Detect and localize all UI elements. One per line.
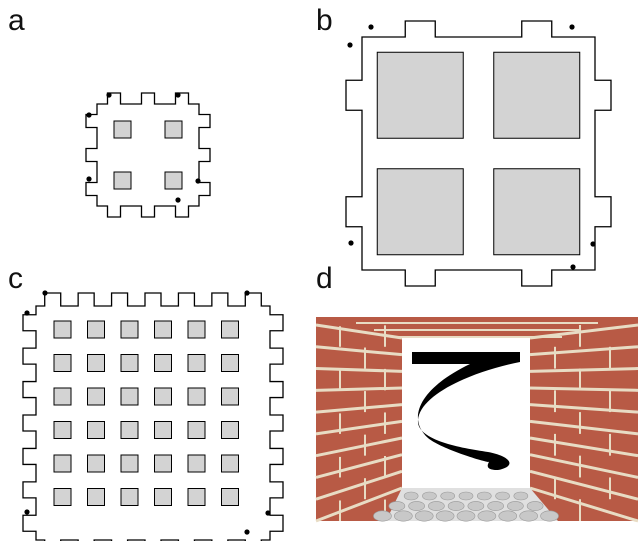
hole [121,422,138,439]
floor-bump [404,492,418,500]
hole [377,52,463,138]
floor-bump [459,492,473,500]
hole [377,169,463,255]
hole [222,422,239,439]
marker-dot [368,24,373,29]
marker-dot [348,240,353,245]
hole [188,321,205,338]
hole [114,121,131,138]
floor-bump [389,501,405,510]
hole [165,121,182,138]
marker-dot [24,310,29,315]
marker-dot [175,92,180,97]
hole [114,172,131,189]
hole [155,355,172,372]
hole [121,455,138,472]
floor-bump [496,492,510,500]
floor-bump [441,492,455,500]
panel-c-grid-shape [23,290,283,541]
floor-bump [477,492,491,500]
marker-dot [106,92,111,97]
marker-dot [570,264,575,269]
floor-bump [527,501,543,510]
hole [222,388,239,405]
hole [165,172,182,189]
marker-dot [195,178,200,183]
hole [88,489,105,506]
floor-bump [436,511,454,521]
floor-bump [507,501,523,510]
hole [54,422,71,439]
marker-dot [265,510,270,515]
hole [155,422,172,439]
outline [86,93,210,217]
panel-d-brick-corridor [316,317,638,521]
floor-bump [415,511,433,521]
marker-dot [569,24,574,29]
floor-bump [373,511,391,521]
marker-dot [42,290,47,295]
floor-bump [499,511,517,521]
hole [121,355,138,372]
hole [188,422,205,439]
hole [155,388,172,405]
hole [54,321,71,338]
hole [88,455,105,472]
hole [88,422,105,439]
hole [222,321,239,338]
marker-dot [175,197,180,202]
hole [188,455,205,472]
marker-dot [347,42,352,47]
hole [155,455,172,472]
floor-bump [428,501,444,510]
hole [121,388,138,405]
floor-bump [394,511,412,521]
hole [88,355,105,372]
marker-dot [244,290,249,295]
marker-dot [24,509,29,514]
hole [88,388,105,405]
floor-bump [457,511,475,521]
floor-bump [422,492,436,500]
hole [188,388,205,405]
marker-dot [244,529,249,534]
floor-bump [488,501,504,510]
hole [54,455,71,472]
floor-bump [409,501,425,510]
floor-bump [514,492,528,500]
marker-dot [86,176,91,181]
floor-bump [468,501,484,510]
floor-bump [448,501,464,510]
panel-a-grid-shape [86,92,210,217]
hole [54,355,71,372]
floor-bump [541,511,559,521]
hole [494,169,580,255]
hole [188,489,205,506]
hole [222,455,239,472]
hole [494,52,580,138]
marker-dot [590,241,595,246]
hole [155,321,172,338]
hole [54,489,71,506]
floor-bump [478,511,496,521]
hole [121,489,138,506]
panel-b-grid-shape [346,21,611,286]
hole [54,388,71,405]
floor-bump [520,511,538,521]
hole [188,355,205,372]
hole [155,489,172,506]
marker-dot [86,112,91,117]
hole [222,355,239,372]
hole [121,321,138,338]
hole [222,489,239,506]
hole [88,321,105,338]
